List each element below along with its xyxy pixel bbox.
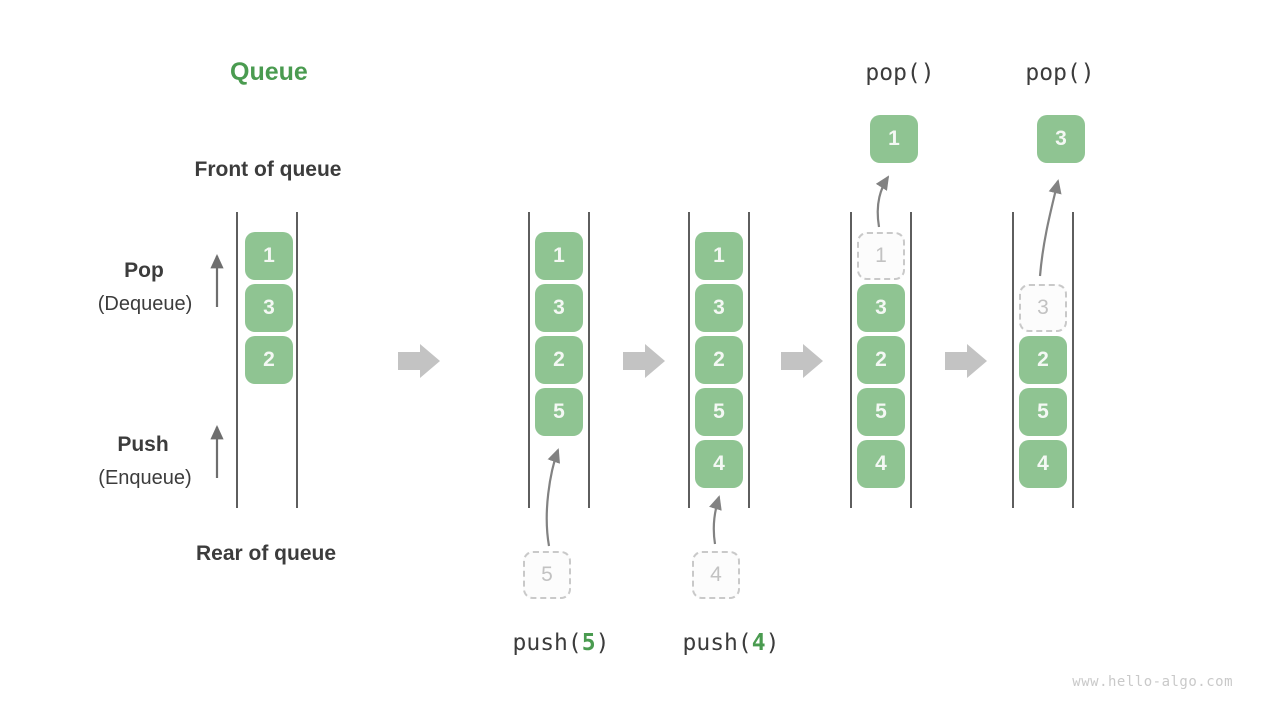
push-call-label-1: push(5) — [513, 630, 610, 656]
push-call-label-2: push(4) — [683, 630, 780, 656]
queue-element: 4 — [695, 440, 743, 488]
enqueue-label: (Enqueue) — [98, 467, 192, 489]
queue-element: 2 — [695, 336, 743, 384]
queue-element: 3 — [857, 284, 905, 332]
queue-element: 2 — [245, 336, 293, 384]
queue-element: 1 — [245, 232, 293, 280]
step-arrow-icon — [398, 344, 440, 378]
queue-element: 4 — [857, 440, 905, 488]
queue-element: 5 — [857, 388, 905, 436]
pop-call-label-2: pop() — [1025, 60, 1095, 86]
queue-element: 2 — [857, 336, 905, 384]
step-arrow-icon — [623, 344, 665, 378]
queue-channel-4 — [850, 212, 912, 508]
queue-element: 5 — [1019, 388, 1067, 436]
queue-channel-1 — [236, 212, 298, 508]
push-fn-text: push( — [682, 630, 752, 656]
queue-element: 1 — [695, 232, 743, 280]
push-arg-value: 5 — [581, 630, 596, 656]
queue-element: 4 — [1019, 440, 1067, 488]
push-close-paren: ) — [595, 630, 610, 656]
queue-element: 5 — [695, 388, 743, 436]
queue-element: 2 — [1019, 336, 1067, 384]
popped-element: 3 — [1037, 115, 1085, 163]
push-close-paren: ) — [765, 630, 780, 656]
queue-element: 3 — [535, 284, 583, 332]
diagram-title: Queue — [230, 58, 308, 86]
pop-call-label-1: pop() — [865, 60, 935, 86]
step-arrow-icon — [945, 344, 987, 378]
removed-element-ghost: 1 — [857, 232, 905, 280]
push-fn-text: push( — [512, 630, 582, 656]
push-arg-value: 4 — [751, 630, 766, 656]
push-label: Push — [117, 433, 169, 456]
queue-channel-5 — [1012, 212, 1074, 508]
queue-element: 2 — [535, 336, 583, 384]
queue-element: 3 — [695, 284, 743, 332]
queue-channel-3 — [688, 212, 750, 508]
queue-element: 1 — [535, 232, 583, 280]
front-of-queue-label: Front of queue — [194, 158, 342, 181]
watermark: www.hello-algo.com — [1072, 674, 1233, 690]
rear-of-queue-label: Rear of queue — [195, 542, 337, 565]
queue-channel-2 — [528, 212, 590, 508]
popped-element: 1 — [870, 115, 918, 163]
incoming-element-ghost: 5 — [523, 551, 571, 599]
queue-element: 5 — [535, 388, 583, 436]
step-arrow-icon — [781, 344, 823, 378]
pop-label: Pop — [124, 259, 164, 282]
dequeue-label: (Dequeue) — [97, 293, 193, 315]
incoming-element-ghost: 4 — [692, 551, 740, 599]
queue-element: 3 — [245, 284, 293, 332]
removed-element-ghost: 3 — [1019, 284, 1067, 332]
